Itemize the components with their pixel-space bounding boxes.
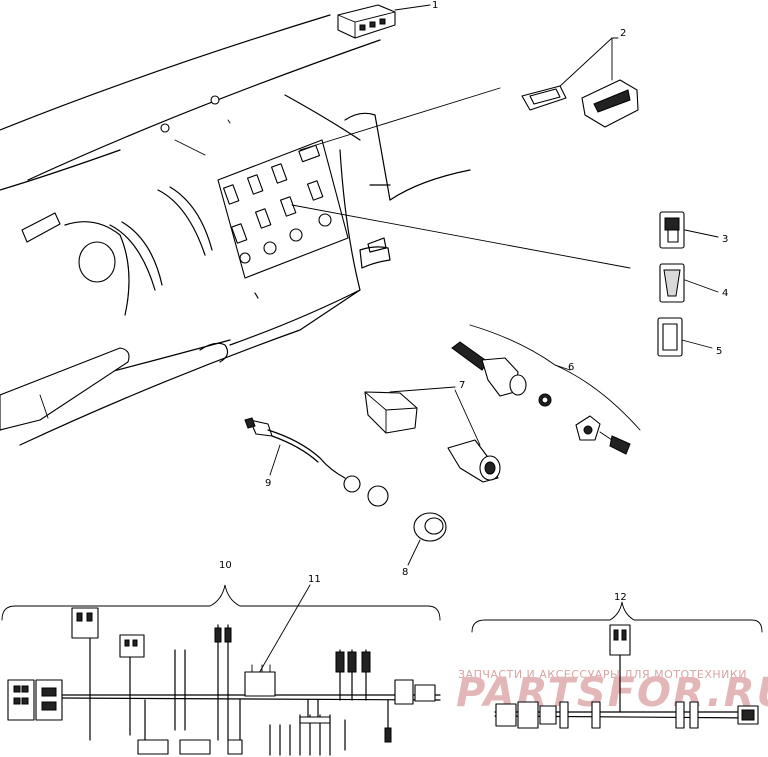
leader-lines <box>254 4 719 681</box>
part-accessory-socket <box>364 391 501 483</box>
callout-12: 12 <box>614 592 627 603</box>
callout-8: 8 <box>402 567 408 578</box>
callout-numbers: 1 2 3 4 5 6 7 8 9 10 11 12 <box>219 0 728 603</box>
part-bezels <box>521 79 639 128</box>
callout-11: 11 <box>308 574 321 585</box>
dashboard-panel <box>0 14 471 446</box>
callout-10: 10 <box>219 560 232 571</box>
part-grommet <box>413 512 447 542</box>
part-secondary-harness <box>471 601 763 729</box>
part-main-harness <box>1 584 441 756</box>
callout-5: 5 <box>716 346 722 357</box>
callout-2: 2 <box>620 28 626 39</box>
watermark-tagline: ЗАПЧАСТИ И АКСЕССУАРЫ ДЛЯ МОТОТЕХНИКИ <box>458 668 747 681</box>
callout-4: 4 <box>722 288 728 299</box>
part-fuse-block <box>337 4 396 39</box>
callout-7: 7 <box>459 380 465 391</box>
switch-openings <box>223 144 332 264</box>
part-switch-4 <box>659 263 685 303</box>
part-ignition-switch <box>451 341 631 455</box>
part-choke-cable <box>244 417 389 507</box>
callout-3: 3 <box>722 234 728 245</box>
part-switch-5 <box>657 317 683 357</box>
callout-9: 9 <box>265 478 271 489</box>
callout-1: 1 <box>432 0 438 11</box>
callout-6: 6 <box>568 362 574 373</box>
part-switch-3 <box>659 211 685 249</box>
